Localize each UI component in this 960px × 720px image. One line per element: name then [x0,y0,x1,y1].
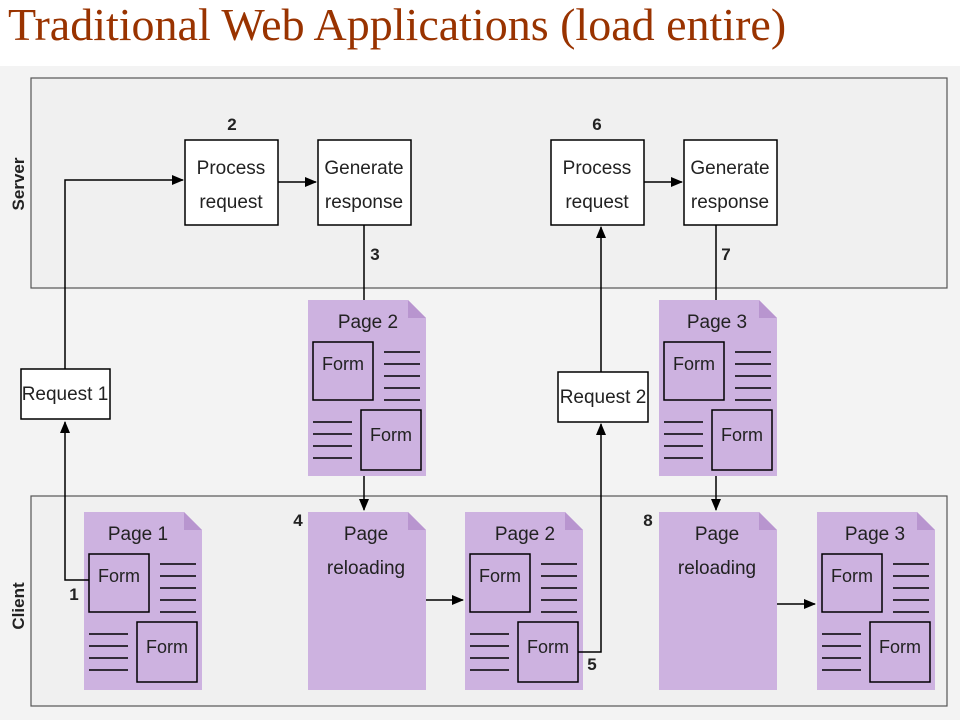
server-zone-label: Server [9,157,28,210]
form-label: Form [527,637,569,657]
step-number-8: 8 [643,511,652,530]
request-2-label: Request 2 [560,387,647,408]
step-number-4: 4 [293,511,303,530]
client-page-reloading-1: Page reloading [308,512,426,690]
form-label: Form [479,566,521,586]
arrow-page1-to-request1 [60,421,89,581]
client-page-3-title: Page 3 [845,524,905,545]
step-number-5: 5 [587,655,596,674]
form-label: Form [322,354,364,374]
generate-response-box-1: Generate response [317,139,412,226]
generate-response-2-line2: response [691,192,769,213]
process-request-box-1: Process request [184,139,279,226]
flow-diagram: Server Client Process request Generate r… [0,66,960,720]
server-page-2: Page 2 Form Form [308,300,426,476]
slide-title: Traditional Web Applications (load entir… [8,0,787,50]
process-request-1-line1: Process [197,158,266,179]
reloading-line2: reloading [678,558,756,579]
form-label: Form [721,425,763,445]
server-page-3: Page 3 Form Form [659,300,777,476]
generate-response-box-2: Generate response [683,139,778,226]
reloading-line1: Page [695,524,739,545]
process-request-2-line2: request [565,192,629,213]
client-page-2: Page 2 Form Form [465,512,583,690]
arrow-page2-to-request2 [578,423,606,653]
request-2-box: Request 2 [557,371,649,423]
client-page-reloading-2: Page reloading [659,512,777,690]
process-request-1-line2: request [199,192,263,213]
client-page-1: Page 1 Form Form [84,512,202,690]
process-request-box-2: Process request [550,139,645,226]
reloading-line2: reloading [327,558,405,579]
form-label: Form [146,637,188,657]
generate-response-1-line2: response [325,192,403,213]
client-page-2-title: Page 2 [495,524,555,545]
server-page-3-title: Page 3 [687,312,747,333]
form-label: Form [370,425,412,445]
request-1-label: Request 1 [22,384,109,405]
step-number-6: 6 [592,115,601,134]
process-request-2-line1: Process [563,158,632,179]
request-1-box: Request 1 [20,368,111,420]
client-page-3: Page 3 Form Form [817,512,935,690]
reloading-line1: Page [344,524,388,545]
step-number-7: 7 [721,245,730,264]
generate-response-1-line1: Generate [324,158,403,179]
arrow-request1-to-process1 [64,175,184,369]
form-label: Form [98,566,140,586]
server-page-2-title: Page 2 [338,312,398,333]
generate-response-2-line1: Generate [690,158,769,179]
form-label: Form [673,354,715,374]
step-number-2: 2 [227,115,236,134]
connectors [60,175,816,653]
client-page-1-title: Page 1 [108,524,168,545]
form-label: Form [879,637,921,657]
step-number-1: 1 [69,585,78,604]
server-zone [30,77,948,289]
step-number-3: 3 [370,245,379,264]
form-label: Form [831,566,873,586]
client-zone-label: Client [9,582,28,630]
